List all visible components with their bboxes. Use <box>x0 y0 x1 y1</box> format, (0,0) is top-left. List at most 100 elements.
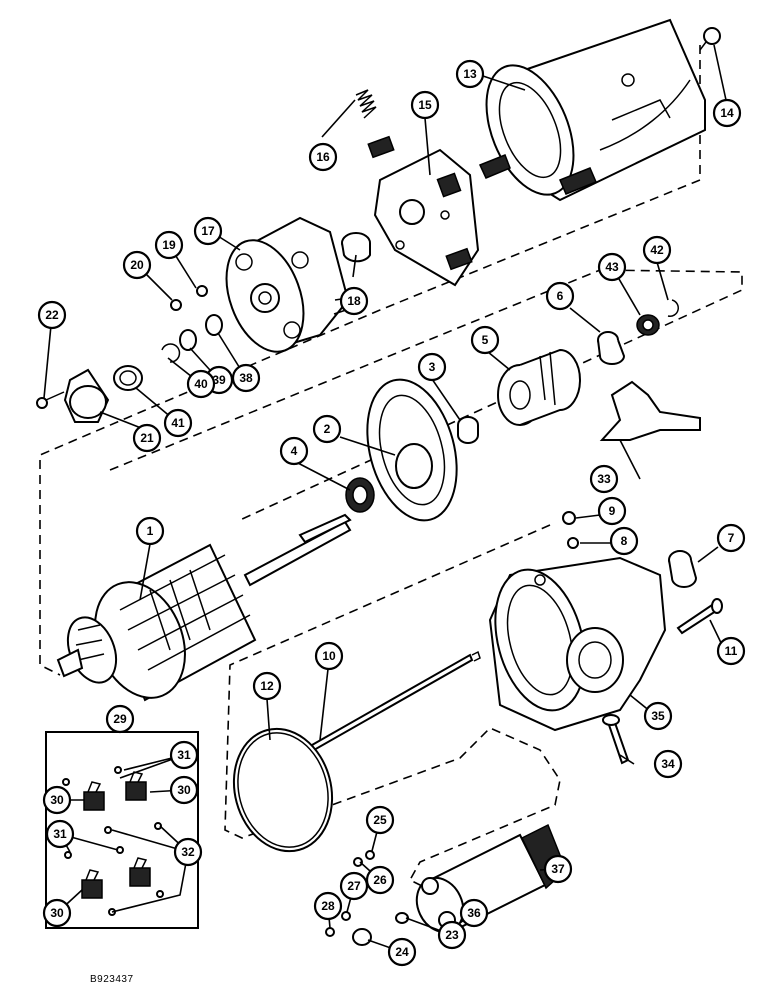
field-frame-housing <box>478 18 706 202</box>
assembly-outline-lower <box>224 524 561 896</box>
washer-39 <box>179 329 197 351</box>
washer-19 <box>196 285 208 297</box>
callout-1: 1 <box>135 516 165 546</box>
callout-11-text: 11 <box>725 644 738 658</box>
nut-28 <box>325 927 335 937</box>
callout-19: 19 <box>154 230 184 260</box>
callout-13-text: 13 <box>463 67 477 81</box>
callout-17: 17 <box>193 216 223 246</box>
nut-27 <box>341 911 351 921</box>
callout-42-text: 42 <box>650 243 664 257</box>
screw-14 <box>699 27 721 51</box>
callout-8-text: 8 <box>621 534 628 548</box>
armature <box>56 513 352 702</box>
callout-26: 26 <box>365 865 395 895</box>
callout-35: 35 <box>643 701 673 731</box>
callout-34-text: 34 <box>661 757 675 771</box>
callout-13: 13 <box>455 59 485 89</box>
callout-31-a-text: 31 <box>177 748 191 762</box>
callout-25-text: 25 <box>373 813 387 827</box>
callout-16-text: 16 <box>316 150 330 164</box>
callout-42: 42 <box>642 235 672 265</box>
callout-31-a: 31 <box>169 740 199 770</box>
callout-7-text: 7 <box>728 531 735 545</box>
callout-20-text: 20 <box>130 258 144 272</box>
callout-32-a-text: 32 <box>181 845 195 859</box>
collar-43-inner <box>642 319 654 331</box>
callout-9: 9 <box>597 496 627 526</box>
callout-27: 27 <box>339 871 369 901</box>
callout-29-text: 29 <box>113 712 127 726</box>
brush-c <box>81 879 103 899</box>
callout-37: 37 <box>543 854 573 884</box>
gasket-ring-12 <box>232 727 334 853</box>
callout-22: 22 <box>37 300 67 330</box>
callout-29: 29 <box>105 704 135 734</box>
callout-24: 24 <box>387 937 417 967</box>
brush-b <box>125 781 147 801</box>
callout-22-text: 22 <box>45 308 59 322</box>
o-ring-41-inner <box>119 370 137 386</box>
callout-23: 23 <box>437 920 467 950</box>
callout-6: 6 <box>545 281 575 311</box>
snap-ring-42 <box>667 299 679 317</box>
callout-12: 12 <box>252 671 282 701</box>
callout-40: 40 <box>186 369 216 399</box>
callout-3: 3 <box>417 352 447 382</box>
screw-22 <box>36 391 65 409</box>
callout-33-text: 33 <box>597 472 611 486</box>
nut-20 <box>170 299 182 311</box>
callout-19-text: 19 <box>162 238 176 252</box>
callout-41: 41 <box>163 408 193 438</box>
callout-35-text: 35 <box>651 709 665 723</box>
callout-43-text: 43 <box>605 260 619 274</box>
callout-36-text: 36 <box>467 906 481 920</box>
callout-6-text: 6 <box>557 289 564 303</box>
callout-4-text: 4 <box>291 444 298 458</box>
shift-lever-33 <box>599 380 701 441</box>
bolt-11 <box>676 598 723 635</box>
callout-2: 2 <box>312 414 342 444</box>
callout-32-a: 32 <box>173 837 203 867</box>
callout-9-text: 9 <box>609 504 616 518</box>
callout-30-c-text: 30 <box>50 906 64 920</box>
callout-18: 18 <box>339 286 369 316</box>
callout-37-text: 37 <box>551 862 565 876</box>
callout-38: 38 <box>231 363 261 393</box>
callout-5: 5 <box>470 325 500 355</box>
callout-30-a-text: 30 <box>50 793 64 807</box>
callout-27-text: 27 <box>347 879 361 893</box>
nut-8 <box>567 537 579 549</box>
washer-26 <box>353 857 363 867</box>
callout-18-text: 18 <box>347 294 361 308</box>
callout-2-text: 2 <box>324 422 331 436</box>
callout-38-text: 38 <box>239 371 253 385</box>
commutator-end-frame <box>225 216 350 353</box>
callout-23-text: 23 <box>445 928 459 942</box>
callout-31-b-text: 31 <box>53 827 67 841</box>
callout-20: 20 <box>122 250 152 280</box>
callout-31-b: 31 <box>45 819 75 849</box>
callout-43: 43 <box>597 252 627 282</box>
callout-5-text: 5 <box>482 333 489 347</box>
spring-16 <box>355 89 377 119</box>
callout-14: 14 <box>712 98 742 128</box>
callout-34: 34 <box>653 749 683 779</box>
drive-end-plate <box>366 378 458 522</box>
washer-38 <box>205 314 223 336</box>
callout-40-text: 40 <box>194 377 208 391</box>
callout-14-text: 14 <box>720 106 734 120</box>
callout-26-text: 26 <box>373 873 387 887</box>
bushing-3 <box>457 416 479 444</box>
callout-36: 36 <box>459 898 489 928</box>
sleeve-6 <box>597 331 626 365</box>
nut-25 <box>365 850 375 860</box>
bushing-7 <box>668 550 698 588</box>
solenoid <box>415 823 567 934</box>
callout-11: 11 <box>716 636 746 666</box>
callout-10: 10 <box>314 641 344 671</box>
brush-a <box>83 791 105 811</box>
bolt-34 <box>602 714 630 765</box>
callout-41-text: 41 <box>171 416 185 430</box>
